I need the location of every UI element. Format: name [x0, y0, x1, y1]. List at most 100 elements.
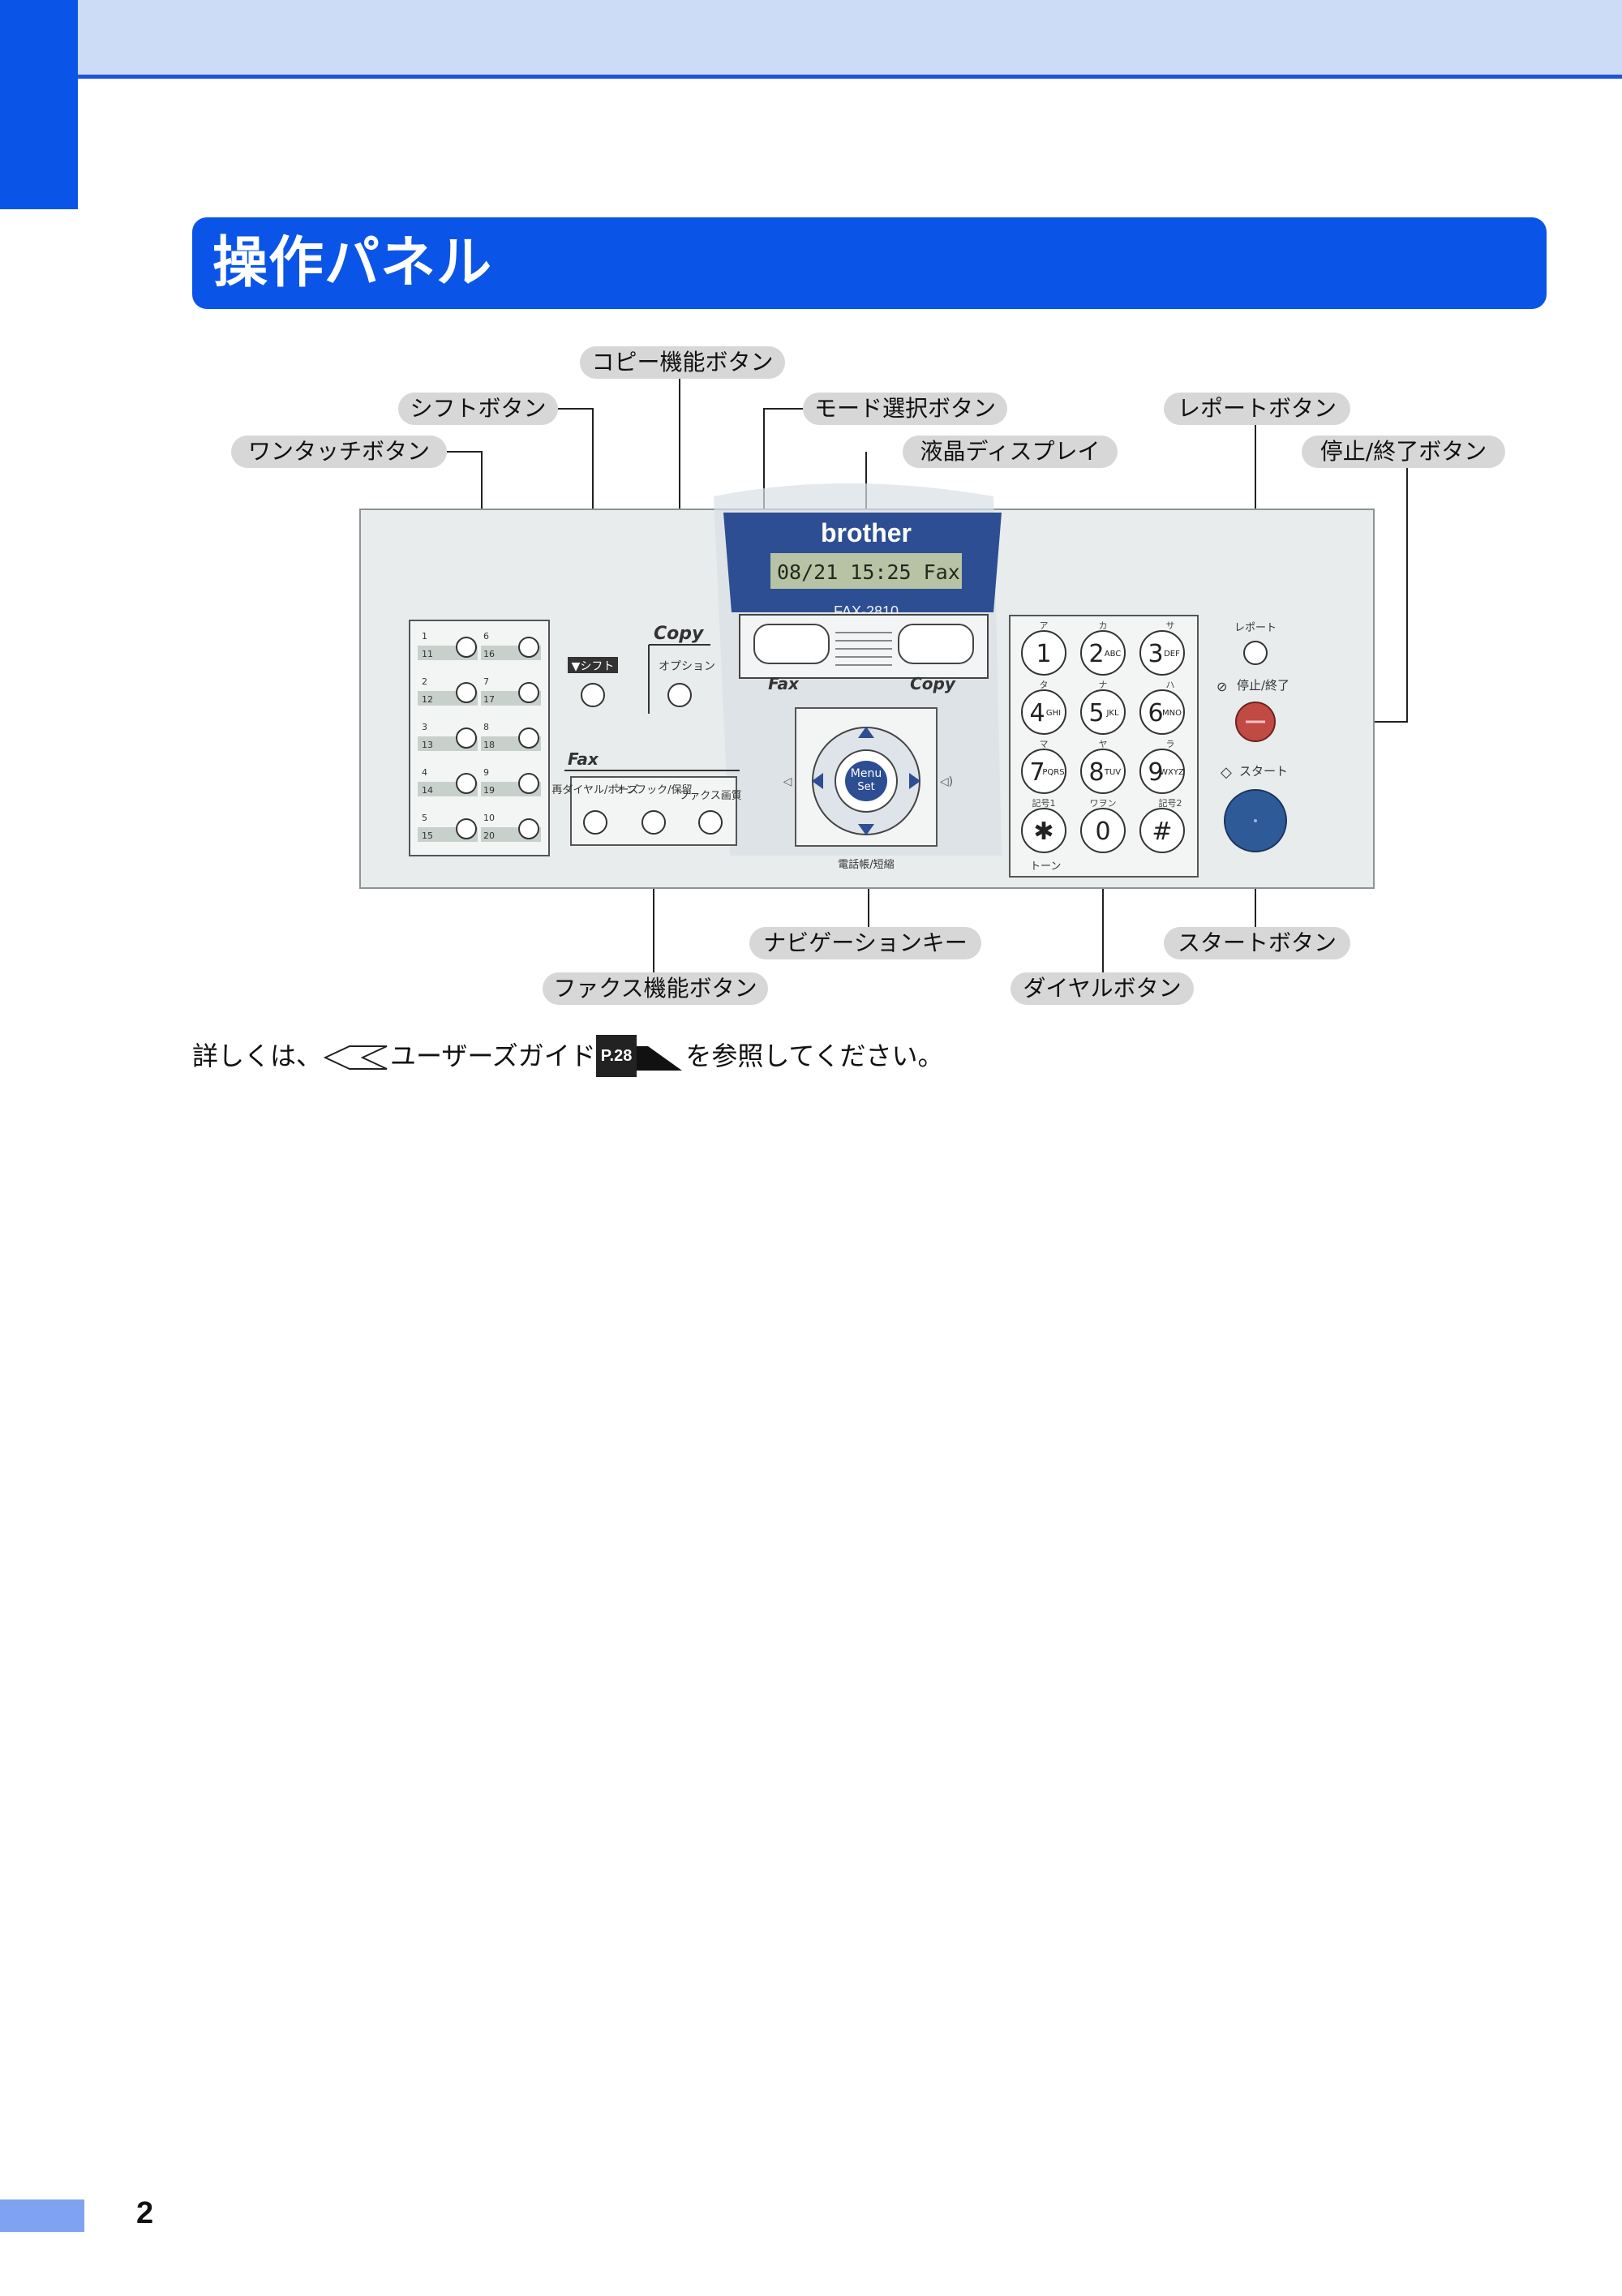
dial-key-number: 9 — [1148, 758, 1163, 787]
callout-shift: シフトボタン — [398, 393, 558, 425]
shift-button[interactable] — [581, 683, 605, 707]
menu-label: Menu — [851, 767, 882, 780]
up-arrow-icon[interactable] — [858, 727, 874, 738]
dial-key[interactable] — [1139, 749, 1185, 794]
shift-label-box — [568, 657, 618, 673]
fax-section-label: Fax — [568, 749, 599, 769]
dial-key-number: ✱ — [1033, 818, 1053, 846]
one-touch-number: 10 — [483, 813, 495, 823]
note-guide: ユーザーズガイド — [390, 1041, 596, 1071]
mode-copy-label: Copy — [910, 674, 956, 693]
callout-dial: ダイヤルボタン — [1011, 972, 1194, 1005]
dial-key-number: 2 — [1088, 640, 1104, 668]
hook-hold-button[interactable] — [642, 810, 666, 835]
callout-one-touch: ワンタッチボタン — [231, 436, 447, 468]
dial-key[interactable] — [1021, 808, 1066, 853]
menu-set-button[interactable] — [845, 761, 887, 801]
key-kana: ヤ — [1099, 739, 1108, 749]
resolution-label: ファクス画質 — [679, 790, 742, 802]
dial-key[interactable] — [1080, 808, 1126, 853]
shift-label: ▼シフト — [572, 660, 615, 673]
one-touch-number: 2 — [422, 676, 427, 687]
control-panel-illustration: brother 08/21 15:25 Fax FAX-2810 Fax Cop… — [359, 377, 1408, 989]
lcd-text: 08/21 15:25 Fax — [777, 560, 960, 584]
key-kana: サ — [1166, 620, 1175, 631]
one-touch-button[interactable] — [456, 637, 477, 658]
copy-option-label: オプション — [659, 660, 715, 673]
one-touch-button[interactable] — [456, 682, 477, 703]
dial-key[interactable] — [1139, 689, 1185, 735]
user-guide-icon — [322, 1041, 390, 1071]
dial-key[interactable] — [1080, 749, 1126, 794]
start-icon: ◇ — [1221, 764, 1232, 781]
page-ref-arrow-icon — [637, 1041, 685, 1071]
fax-resolution-button[interactable] — [698, 810, 723, 835]
callout-navigation: ナビゲーションキー — [749, 927, 981, 959]
page-ref-badge[interactable]: P.28 — [595, 1035, 637, 1077]
dial-key[interactable] — [1021, 630, 1066, 676]
one-touch-button[interactable] — [518, 818, 539, 839]
one-touch-button[interactable] — [518, 637, 539, 658]
copy-option-button[interactable] — [667, 683, 692, 707]
report-button[interactable] — [1243, 641, 1268, 665]
one-touch-button[interactable] — [456, 773, 477, 794]
one-touch-button[interactable] — [518, 727, 539, 749]
one-touch-button[interactable] — [456, 727, 477, 749]
dial-key-number: # — [1152, 818, 1172, 846]
dial-key[interactable] — [1139, 630, 1185, 676]
dial-key-number: 4 — [1029, 699, 1045, 727]
one-touch-button[interactable] — [518, 682, 539, 703]
dial-key-letters: DEF — [1164, 650, 1180, 659]
note-prefix: 詳しくは、 — [192, 1041, 323, 1071]
fax-mode-button[interactable] — [753, 624, 830, 664]
dial-key-letters: MNO — [1162, 709, 1182, 718]
key-kana: カ — [1099, 620, 1108, 631]
one-touch-number: 3 — [422, 722, 427, 732]
dial-key-number: 7 — [1029, 758, 1045, 787]
one-touch-number: 18 — [483, 740, 495, 750]
one-touch-number: 1 — [422, 631, 427, 642]
tone-label: トーン — [1030, 860, 1061, 873]
set-label: Set — [857, 781, 874, 793]
left-arrow-icon[interactable] — [812, 773, 823, 789]
one-touch-number: 20 — [483, 830, 495, 841]
header-band — [0, 0, 1622, 75]
one-touch-button[interactable] — [456, 818, 477, 839]
section-title-bar — [192, 217, 1547, 309]
stop-label: 停止/終了 — [1237, 678, 1289, 693]
callout-mode-select: モード選択ボタン — [803, 393, 1007, 425]
dial-key[interactable] — [1080, 630, 1126, 676]
one-touch-number: 17 — [483, 694, 495, 705]
redial-pause-button[interactable] — [583, 810, 607, 835]
one-touch-number: 19 — [483, 785, 495, 796]
key-kana: ワヲン — [1090, 798, 1117, 809]
dial-key-letters: ABC — [1105, 650, 1122, 659]
right-arrow-icon[interactable] — [909, 773, 920, 789]
one-touch-number: 6 — [483, 631, 489, 642]
dial-key-number: 1 — [1036, 640, 1051, 668]
page-number: 2 — [136, 2196, 154, 2230]
one-touch-number: 16 — [483, 649, 495, 659]
key-kana: タ — [1040, 680, 1049, 690]
down-arrow-icon[interactable] — [858, 824, 874, 835]
chapter-tab — [0, 0, 78, 209]
dial-key-number: 8 — [1088, 758, 1104, 787]
one-touch-button[interactable] — [518, 773, 539, 794]
key-kana: マ — [1040, 739, 1049, 749]
dial-key[interactable] — [1080, 689, 1126, 735]
stop-icon: ⊘ — [1216, 679, 1227, 694]
dial-key[interactable] — [1139, 808, 1185, 853]
footer-bar — [0, 2199, 84, 2232]
mode-grille — [835, 632, 892, 666]
volume-up-icon: ◁) — [940, 775, 953, 788]
key-kana: 記号2 — [1159, 797, 1182, 809]
copy-mode-button[interactable] — [898, 624, 974, 664]
key-kana: ラ — [1166, 739, 1175, 749]
lcd-screen — [770, 553, 962, 589]
dial-key[interactable] — [1021, 689, 1066, 735]
dial-key[interactable] — [1021, 749, 1066, 794]
dial-key-letters: PQRS — [1042, 768, 1064, 777]
brand-logo: brother — [821, 518, 912, 547]
